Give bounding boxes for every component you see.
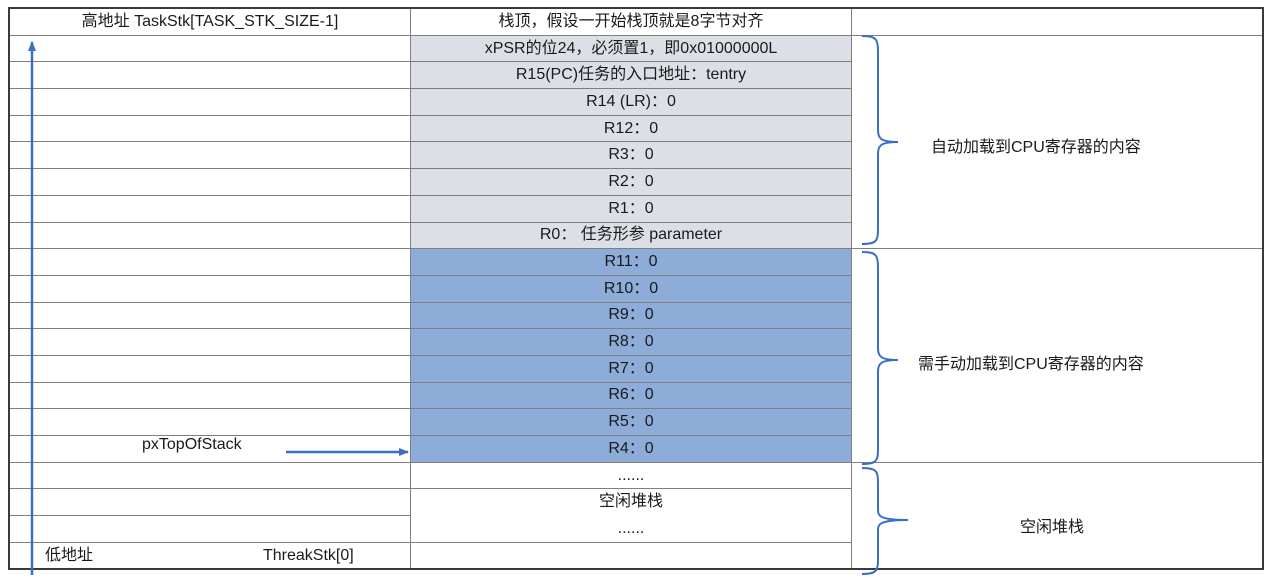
auto-cell: R2：0 [410, 168, 852, 196]
auto-cell: R15(PC)任务的入口地址：tentry [410, 61, 852, 90]
manual-cell: R9：0 [410, 301, 852, 330]
free-group-brace-icon [861, 467, 909, 575]
free-row: ...... [8, 515, 1263, 543]
manual-row: R11：0 [8, 248, 1264, 463]
auto-row: R14 (LR)：0 [8, 88, 1263, 116]
header-left: 高地址 TaskStk[TASK_STK_SIZE-1] [8, 6, 411, 36]
header-right [851, 6, 1264, 36]
manual-cell: R5：0 [410, 408, 852, 436]
top-of-stack-pointer-label: pxTopOfStack [142, 436, 242, 453]
stack-table: 高地址 TaskStk[TASK_STK_SIZE-1] 栈顶，假设一开始栈顶就… [8, 6, 1264, 571]
auto-row: R1：0 [8, 194, 1263, 223]
auto-row: R15(PC)任务的入口地址：tentry [8, 61, 1263, 90]
manual-group-label: 需手动加载到CPU寄存器的内容 [918, 356, 1144, 373]
manual-row: R9：0 [8, 301, 1263, 330]
auto-group-label: 自动加载到CPU寄存器的内容 [931, 139, 1141, 156]
manual-cell: R8：0 [410, 328, 852, 356]
manual-row: R8：0 [8, 328, 1263, 356]
auto-row: R12：0 [8, 114, 1263, 143]
free-cell: 空闲堆栈 [410, 488, 852, 516]
free-group-label: 空闲堆栈 [1020, 519, 1085, 536]
free-label-cell [851, 461, 1264, 571]
auto-cell: R0： 任务形参 parameter [410, 221, 852, 250]
header-middle: 栈顶，假设一开始栈顶就是8字节对齐 [410, 6, 852, 36]
auto-row: R3：0 [8, 141, 1263, 170]
manual-row: R6：0 [8, 381, 1263, 410]
auto-cell: R3：0 [410, 141, 852, 170]
auto-row: R0： 任务形参 parameter [8, 221, 1263, 250]
manual-row: R7：0 [8, 354, 1263, 383]
manual-cell: R6：0 [410, 381, 852, 410]
manual-row: R5：0 [8, 408, 1263, 436]
auto-cell: R14 (LR)：0 [410, 88, 852, 116]
auto-cell: R12：0 [410, 114, 852, 143]
free-cell [410, 541, 852, 571]
free-row: 低地址 ThreakStk[0] [8, 541, 1263, 571]
free-row: ...... [8, 461, 1264, 571]
auto-row: R2：0 [8, 168, 1263, 196]
low-address-cell: 低地址 ThreakStk[0] [8, 541, 411, 571]
free-row: 空闲堆栈 [8, 488, 1263, 517]
manual-group-brace-icon [861, 251, 899, 465]
manual-label-cell [851, 248, 1264, 463]
manual-cell: R7：0 [410, 354, 852, 383]
manual-row: R10：0 [8, 274, 1263, 303]
free-cell: ...... [410, 515, 852, 543]
stack-base-index: ThreakStk[0] [263, 546, 354, 564]
low-address-label: 低地址 [45, 546, 94, 564]
auto-group-brace-icon [861, 35, 899, 245]
manual-cell: R11：0 [410, 248, 852, 276]
manual-cell: R4：0 [410, 435, 852, 463]
header-row: 高地址 TaskStk[TASK_STK_SIZE-1] 栈顶，假设一开始栈顶就… [8, 6, 1264, 36]
